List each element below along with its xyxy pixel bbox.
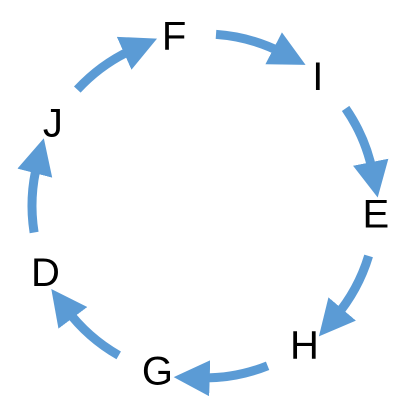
arrow-f-to-i (215, 29, 306, 65)
arrow-e-to-h (318, 254, 373, 337)
arrow-j-to-f (73, 36, 158, 93)
arrow-d-to-j (17, 138, 53, 234)
arrow-g-to-d (51, 289, 121, 360)
cycle-nodes: F I E H G D J (31, 15, 389, 394)
node-label-f: F (162, 15, 186, 59)
arrow-i-to-e (341, 105, 389, 198)
node-label-e: E (362, 193, 389, 237)
node-label-d: D (31, 251, 60, 295)
node-label-h: H (290, 324, 319, 368)
node-label-i: I (312, 55, 323, 99)
node-label-g: G (142, 350, 173, 394)
arrow-h-to-g (173, 360, 270, 397)
cycle-arrows (17, 29, 389, 397)
node-label-j: J (43, 102, 63, 146)
